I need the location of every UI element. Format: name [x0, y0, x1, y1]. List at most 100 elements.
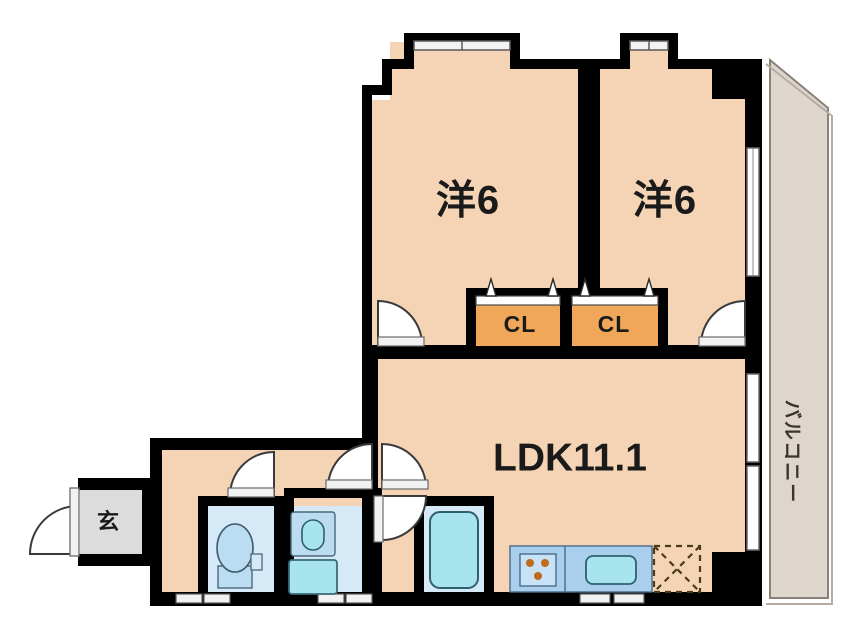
door-washroom-panel — [325, 479, 373, 490]
balcony-floor — [769, 57, 829, 599]
ldk-label: LDK11.1 — [493, 436, 647, 479]
wall-bay-left-side-l — [404, 33, 414, 69]
sink-icon — [585, 555, 637, 585]
wall-under-bedrooms — [362, 345, 762, 359]
closet-right-door[interactable] — [571, 295, 659, 306]
wall-toilet-right — [274, 496, 284, 600]
refrigerator-outline — [652, 544, 702, 594]
washing-machine-pan — [288, 559, 338, 595]
wall-washroom-left — [284, 488, 294, 600]
sliding-door-balcony-lower-b[interactable] — [746, 465, 760, 551]
closet-right-fold-marker-a — [579, 276, 591, 297]
window-sash-bottom-4 — [345, 593, 373, 604]
sliding-door-balcony-lower-a[interactable] — [746, 373, 760, 463]
sink-basin — [585, 555, 637, 585]
door-toilet-panel — [227, 487, 275, 498]
refrigerator-icon — [652, 544, 702, 594]
wall-bay-right-top — [620, 33, 678, 43]
wall-bay-left-side-r — [510, 33, 520, 69]
stove-burner-1 — [526, 559, 534, 567]
doors — [28, 299, 746, 557]
balcony-rail-outer — [765, 63, 833, 605]
window-sash-bottom-2 — [203, 593, 231, 604]
wall-bay-left-top — [404, 33, 520, 43]
door-bath-panel — [373, 495, 384, 543]
wall-hallway-top — [150, 438, 378, 450]
wall-genkan-inner — [142, 478, 152, 564]
wall-left-exterior — [362, 85, 372, 358]
stove-plate — [519, 553, 557, 587]
washbasin-icon — [290, 511, 336, 557]
door-bedroom-right-panel — [698, 336, 746, 347]
door-entrance[interactable] — [28, 487, 80, 557]
closet-left-door[interactable] — [475, 295, 561, 306]
door-bedroom-left[interactable] — [377, 299, 425, 347]
door-hall-ldk[interactable] — [381, 442, 429, 490]
door-bath[interactable] — [373, 495, 428, 543]
toilet-bowl — [216, 523, 254, 573]
wall-step-left-a — [382, 59, 414, 69]
balcony-label: バルコニー — [781, 400, 803, 505]
door-hall-ldk-panel — [381, 479, 429, 490]
closet-left-fold-marker-a — [485, 276, 497, 297]
wall-step-left-c — [362, 85, 392, 95]
wall-washroom-right — [372, 488, 382, 600]
wall-bath-left — [414, 496, 424, 600]
wall-bath-top — [414, 496, 494, 506]
closet-left-label: CL — [504, 311, 537, 337]
door-toilet[interactable] — [227, 450, 275, 498]
bathtub-icon — [429, 511, 479, 589]
stove-icon — [519, 553, 557, 587]
door-bedroom-right[interactable] — [698, 299, 746, 347]
bathtub-basin — [429, 511, 479, 589]
door-bedroom-left-panel — [377, 336, 425, 347]
wall-bottom-exterior — [150, 592, 762, 606]
bedroom-left-label: 洋6 — [436, 179, 500, 223]
door-washroom[interactable] — [325, 442, 373, 490]
windows — [175, 40, 760, 604]
wall-bath-right — [484, 496, 494, 600]
genkan-tile — [80, 490, 142, 554]
stove-burner-3 — [534, 572, 542, 580]
closet-right-fold-marker-b — [643, 276, 655, 297]
walls — [78, 33, 762, 606]
closet-right-label: CL — [598, 311, 631, 337]
window-sash-bottom-3 — [317, 593, 345, 604]
window-sash-bottom-1 — [175, 593, 203, 604]
closet-left-fold-marker-b — [547, 276, 559, 297]
washbasin-bowl — [301, 519, 325, 551]
wall-closet-back — [466, 288, 668, 296]
genkan-label: 玄 — [97, 509, 119, 534]
window-sash-bottom-5 — [579, 593, 611, 604]
toilet-icon — [216, 523, 263, 589]
washing-machine-icon — [288, 559, 338, 595]
wall-bay-right-side-r — [668, 33, 678, 69]
window-sash-bottom-6 — [613, 593, 645, 604]
kitchen-counter — [509, 545, 653, 593]
wall-genkan-top — [78, 478, 152, 490]
wall-genkan-bottom — [78, 554, 152, 566]
wall-washroom-top — [284, 488, 382, 498]
wall-bay-right-side-l — [620, 33, 630, 69]
room-labels: 洋6 洋6 LDK11.1 玄 — [97, 179, 697, 534]
wall-step-left-b — [382, 59, 392, 93]
bedroom-right-label: 洋6 — [633, 179, 697, 223]
fixtures — [216, 511, 702, 595]
wall-toilet-left — [198, 496, 208, 600]
closet-left-box — [476, 304, 560, 346]
closets: CL CL — [475, 276, 659, 346]
bedroom-right-floor — [600, 42, 745, 352]
door-entrance-panel — [69, 487, 80, 557]
stove-burner-2 — [541, 559, 549, 567]
wall-toilet-top — [198, 496, 284, 506]
bedroom-left-floor — [372, 42, 578, 352]
wall-hallway-left — [150, 438, 162, 606]
wall-closet-mid — [560, 288, 572, 348]
wall-top-between-bays — [510, 59, 630, 69]
wall-closet-right-side — [658, 288, 668, 348]
closet-right-box — [572, 304, 658, 346]
balcony-area: バルコニー — [765, 57, 833, 605]
toilet-lever — [250, 553, 263, 571]
